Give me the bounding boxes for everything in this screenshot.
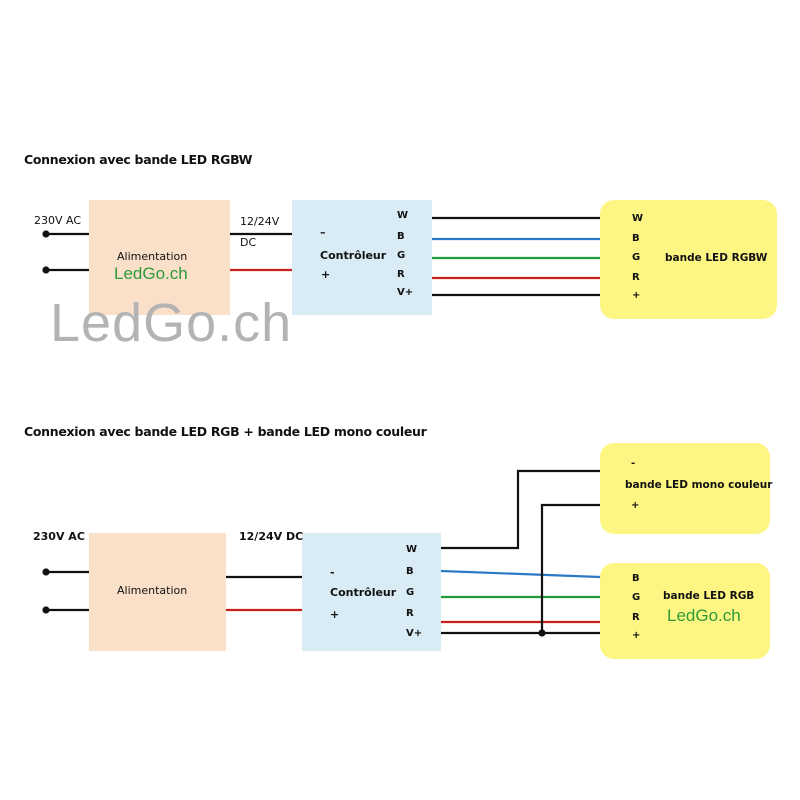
led-rgb-pin-plus: + [632,630,641,641]
controller-name-1: Contrôleur [320,249,387,262]
controller-pin-b-1: B [397,231,405,242]
controller-minus-label-2: - [330,566,335,579]
led-rgb-pin-g: G [632,592,641,603]
junction-dot [538,629,546,637]
controller-pin-b-2: B [406,566,414,577]
controller-minus-label-1: – [320,226,326,239]
led-strip-mono-box [600,443,770,534]
input-voltage-label-2: 230V AC [33,530,85,543]
led-rgbw-pin-r: R [632,272,640,283]
terminal-ac-n-1 [42,266,50,274]
controller-pin-r-1: R [397,269,405,280]
led-rgbw-pin-g: G [632,252,641,263]
controller-plus-label-2: + [330,608,340,621]
terminal-ac-l-2 [42,568,50,576]
controller-plus-label-1: + [321,268,331,281]
wire-b-2 [440,569,601,579]
terminal-ac-l-1 [42,230,50,238]
wire-vplus-branch [540,503,600,633]
led-rgbw-pin-plus: + [632,290,641,301]
led-strip-rgb-box [600,563,770,659]
output-voltage-label-2: 12/24V DC [239,530,304,543]
power-supply-label-2: Alimentation [117,584,188,597]
brand-watermark-large: LedGo.ch [50,293,293,353]
power-supply-label-1: Alimentation [117,250,188,263]
diagram2-title: Connexion avec bande LED RGB + bande LED… [24,424,427,439]
output-voltage-label-line2: DC [240,236,257,249]
controller-pin-r-2: R [406,608,414,619]
controller-pin-w-2: W [406,544,418,555]
led-rgbw-pin-w: W [632,213,644,224]
power-supply-box-1 [89,200,230,315]
terminal-ac-n-2 [42,606,50,614]
diagram1-title: Connexion avec bande LED RGBW [24,152,253,167]
led-rgb-name: bande LED RGB [663,590,755,602]
wire-w-2 [441,469,600,550]
brand-watermark-small-2: LedGo.ch [667,606,741,625]
controller-pin-g-1: G [397,250,406,261]
output-voltage-label-line1: 12/24V [240,215,280,228]
led-strip-rgbw-box [600,200,777,319]
led-rgbw-name: bande LED RGBW [665,252,768,264]
led-rgb-pin-b: B [632,573,640,584]
led-rgb-pin-r: R [632,612,640,623]
brand-watermark-small-1: LedGo.ch [114,264,188,283]
controller-box-1 [292,200,432,315]
controller-pin-vplus-1: V+ [397,287,414,298]
controller-pin-vplus-2: V+ [406,628,423,639]
controller-pin-w-1: W [397,210,409,221]
input-voltage-label-1: 230V AC [34,214,82,227]
led-mono-minus: - [631,458,636,469]
controller-box-2 [302,533,441,651]
power-supply-box-2 [89,533,226,651]
led-mono-plus: + [631,500,640,511]
controller-name-2: Contrôleur [330,586,397,599]
led-mono-name: bande LED mono couleur [625,479,773,491]
controller-pin-g-2: G [406,587,415,598]
led-rgbw-pin-b: B [632,233,640,244]
